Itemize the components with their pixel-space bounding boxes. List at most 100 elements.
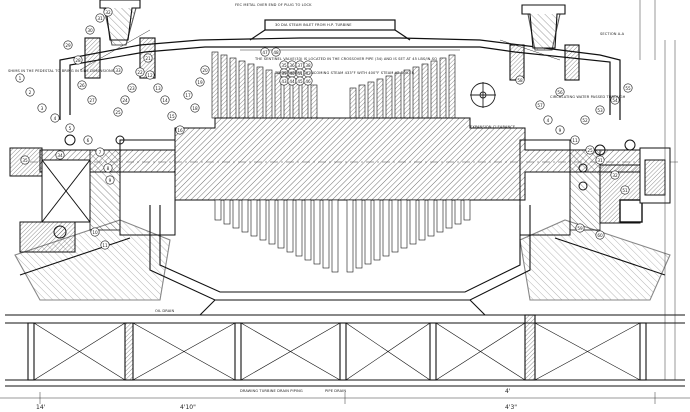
- blade-stage: [232, 199, 240, 229]
- callout-number: 31: [597, 158, 603, 163]
- clearance-note: EXPANSION CLEARANCE: [470, 125, 516, 129]
- callout-number: 16: [177, 128, 183, 133]
- blade-stage: [412, 66, 420, 119]
- shims-note: SHIMS IN THE PEDESTAL TO BRING IN SIDE D…: [8, 69, 115, 73]
- callout-number: 42: [305, 71, 311, 76]
- callout-circle: [595, 105, 605, 115]
- blade-stage: [358, 84, 366, 119]
- blade-stage: [385, 75, 393, 119]
- callout-number: 33: [115, 68, 121, 73]
- callout-circle: [77, 80, 87, 90]
- callout-number: 28: [75, 58, 81, 63]
- callout-circle: [105, 175, 115, 185]
- callout-number: 12: [147, 73, 153, 78]
- blade-stage: [223, 199, 231, 225]
- callout-circle: [55, 150, 65, 160]
- callout-number: 19: [197, 80, 203, 85]
- callout-circle: [120, 95, 130, 105]
- callout-circle: [90, 227, 100, 237]
- blade-stage: [301, 81, 309, 119]
- callout-circle: [175, 125, 185, 135]
- blade-stage: [265, 69, 273, 119]
- left-inlet-nozzle: [84, 0, 156, 79]
- blade-stage: [439, 57, 447, 119]
- callout-number: 32: [612, 173, 618, 178]
- blade-stage: [211, 51, 219, 119]
- callout-number: 22: [137, 70, 143, 75]
- blade-stages-upper-right: [349, 54, 456, 119]
- blade-stage: [247, 63, 255, 119]
- blade-stage: [238, 60, 246, 119]
- callout-circle: [65, 123, 75, 133]
- callout-number: 56: [557, 90, 563, 95]
- blade-stage: [274, 72, 282, 119]
- pipe-drain-label: PIPE DRAIN: [325, 389, 346, 393]
- callout-number: 40: [289, 71, 295, 76]
- callout-circle: [153, 83, 163, 93]
- blade-stages-upper-left: [211, 51, 318, 119]
- callout-number: 55: [625, 86, 631, 91]
- callout-number: 25: [587, 148, 593, 153]
- callout-number: 45: [297, 79, 303, 84]
- callout-number: 9: [109, 178, 112, 183]
- callout-number: 43: [281, 79, 287, 84]
- blade-stage: [391, 199, 399, 253]
- callout-circle: [103, 163, 113, 173]
- blade-stage: [373, 199, 381, 261]
- callout-number: 3: [41, 106, 44, 111]
- callout-circle: [575, 223, 585, 233]
- callout-number: 30: [87, 28, 93, 33]
- callout-number: 8: [107, 166, 110, 171]
- callout-circle: [190, 103, 200, 113]
- callout-number: 17: [185, 93, 191, 98]
- callout-number: 7: [99, 150, 102, 155]
- callout-number: 47: [262, 50, 268, 55]
- temperature-note: TEMPERATURE OF INCOMING STEAM 433°F WITH…: [274, 71, 415, 75]
- blade-stage: [349, 87, 357, 119]
- callout-circle: [25, 87, 35, 97]
- callout-balloons: 1234567891011121314151617181920212223242…: [15, 7, 633, 250]
- blade-stage: [376, 78, 384, 119]
- callout-number: 21: [145, 56, 151, 61]
- callout-number: 34: [57, 153, 63, 158]
- lower-casing: [14, 205, 671, 301]
- blade-stage: [454, 199, 462, 225]
- blade-stages-lower: [214, 199, 471, 273]
- blade-stage: [241, 199, 249, 233]
- blade-stage: [430, 60, 438, 119]
- blade-stage: [295, 199, 303, 257]
- callout-circle: [73, 55, 83, 65]
- callout-number: 4: [547, 118, 550, 123]
- callout-number: 5: [69, 126, 72, 131]
- blade-stage: [313, 199, 321, 265]
- callout-circle: [555, 125, 565, 135]
- callout-circle: [85, 25, 95, 35]
- callout-circle: [200, 65, 210, 75]
- bottom-note: DRAWING TURBINE DRAIN PIPING: [240, 389, 303, 393]
- blade-stage: [400, 199, 408, 249]
- callout-number: 52: [582, 118, 588, 123]
- callout-number: 24: [122, 98, 128, 103]
- callout-circle: [37, 103, 47, 113]
- callout-circle: [555, 87, 565, 97]
- callout-number: 4: [54, 116, 57, 121]
- callout-number: 35: [281, 63, 287, 68]
- callout-circle: [580, 115, 590, 125]
- callout-number: 11: [102, 243, 108, 248]
- callout-number: 23: [129, 86, 135, 91]
- callout-circle: [623, 83, 633, 93]
- cooling-note: CIRCULATING WATER PASSED THROUGH: [550, 95, 626, 99]
- annotations: FEC METAL OVER END OF PLUG TO LOCK 30 DI…: [8, 3, 626, 411]
- blade-stage: [445, 199, 453, 229]
- callout-circle: [113, 65, 123, 75]
- callout-circle: [303, 76, 313, 86]
- callout-number: 14: [162, 98, 168, 103]
- callout-number: 15: [169, 114, 175, 119]
- callout-number: 29: [65, 43, 71, 48]
- callout-number: 37: [297, 63, 303, 68]
- blade-stage: [214, 199, 222, 221]
- blade-stage: [268, 199, 276, 245]
- callout-circle: [620, 185, 630, 195]
- callout-number: 13: [155, 86, 161, 91]
- callout-circle: [543, 115, 553, 125]
